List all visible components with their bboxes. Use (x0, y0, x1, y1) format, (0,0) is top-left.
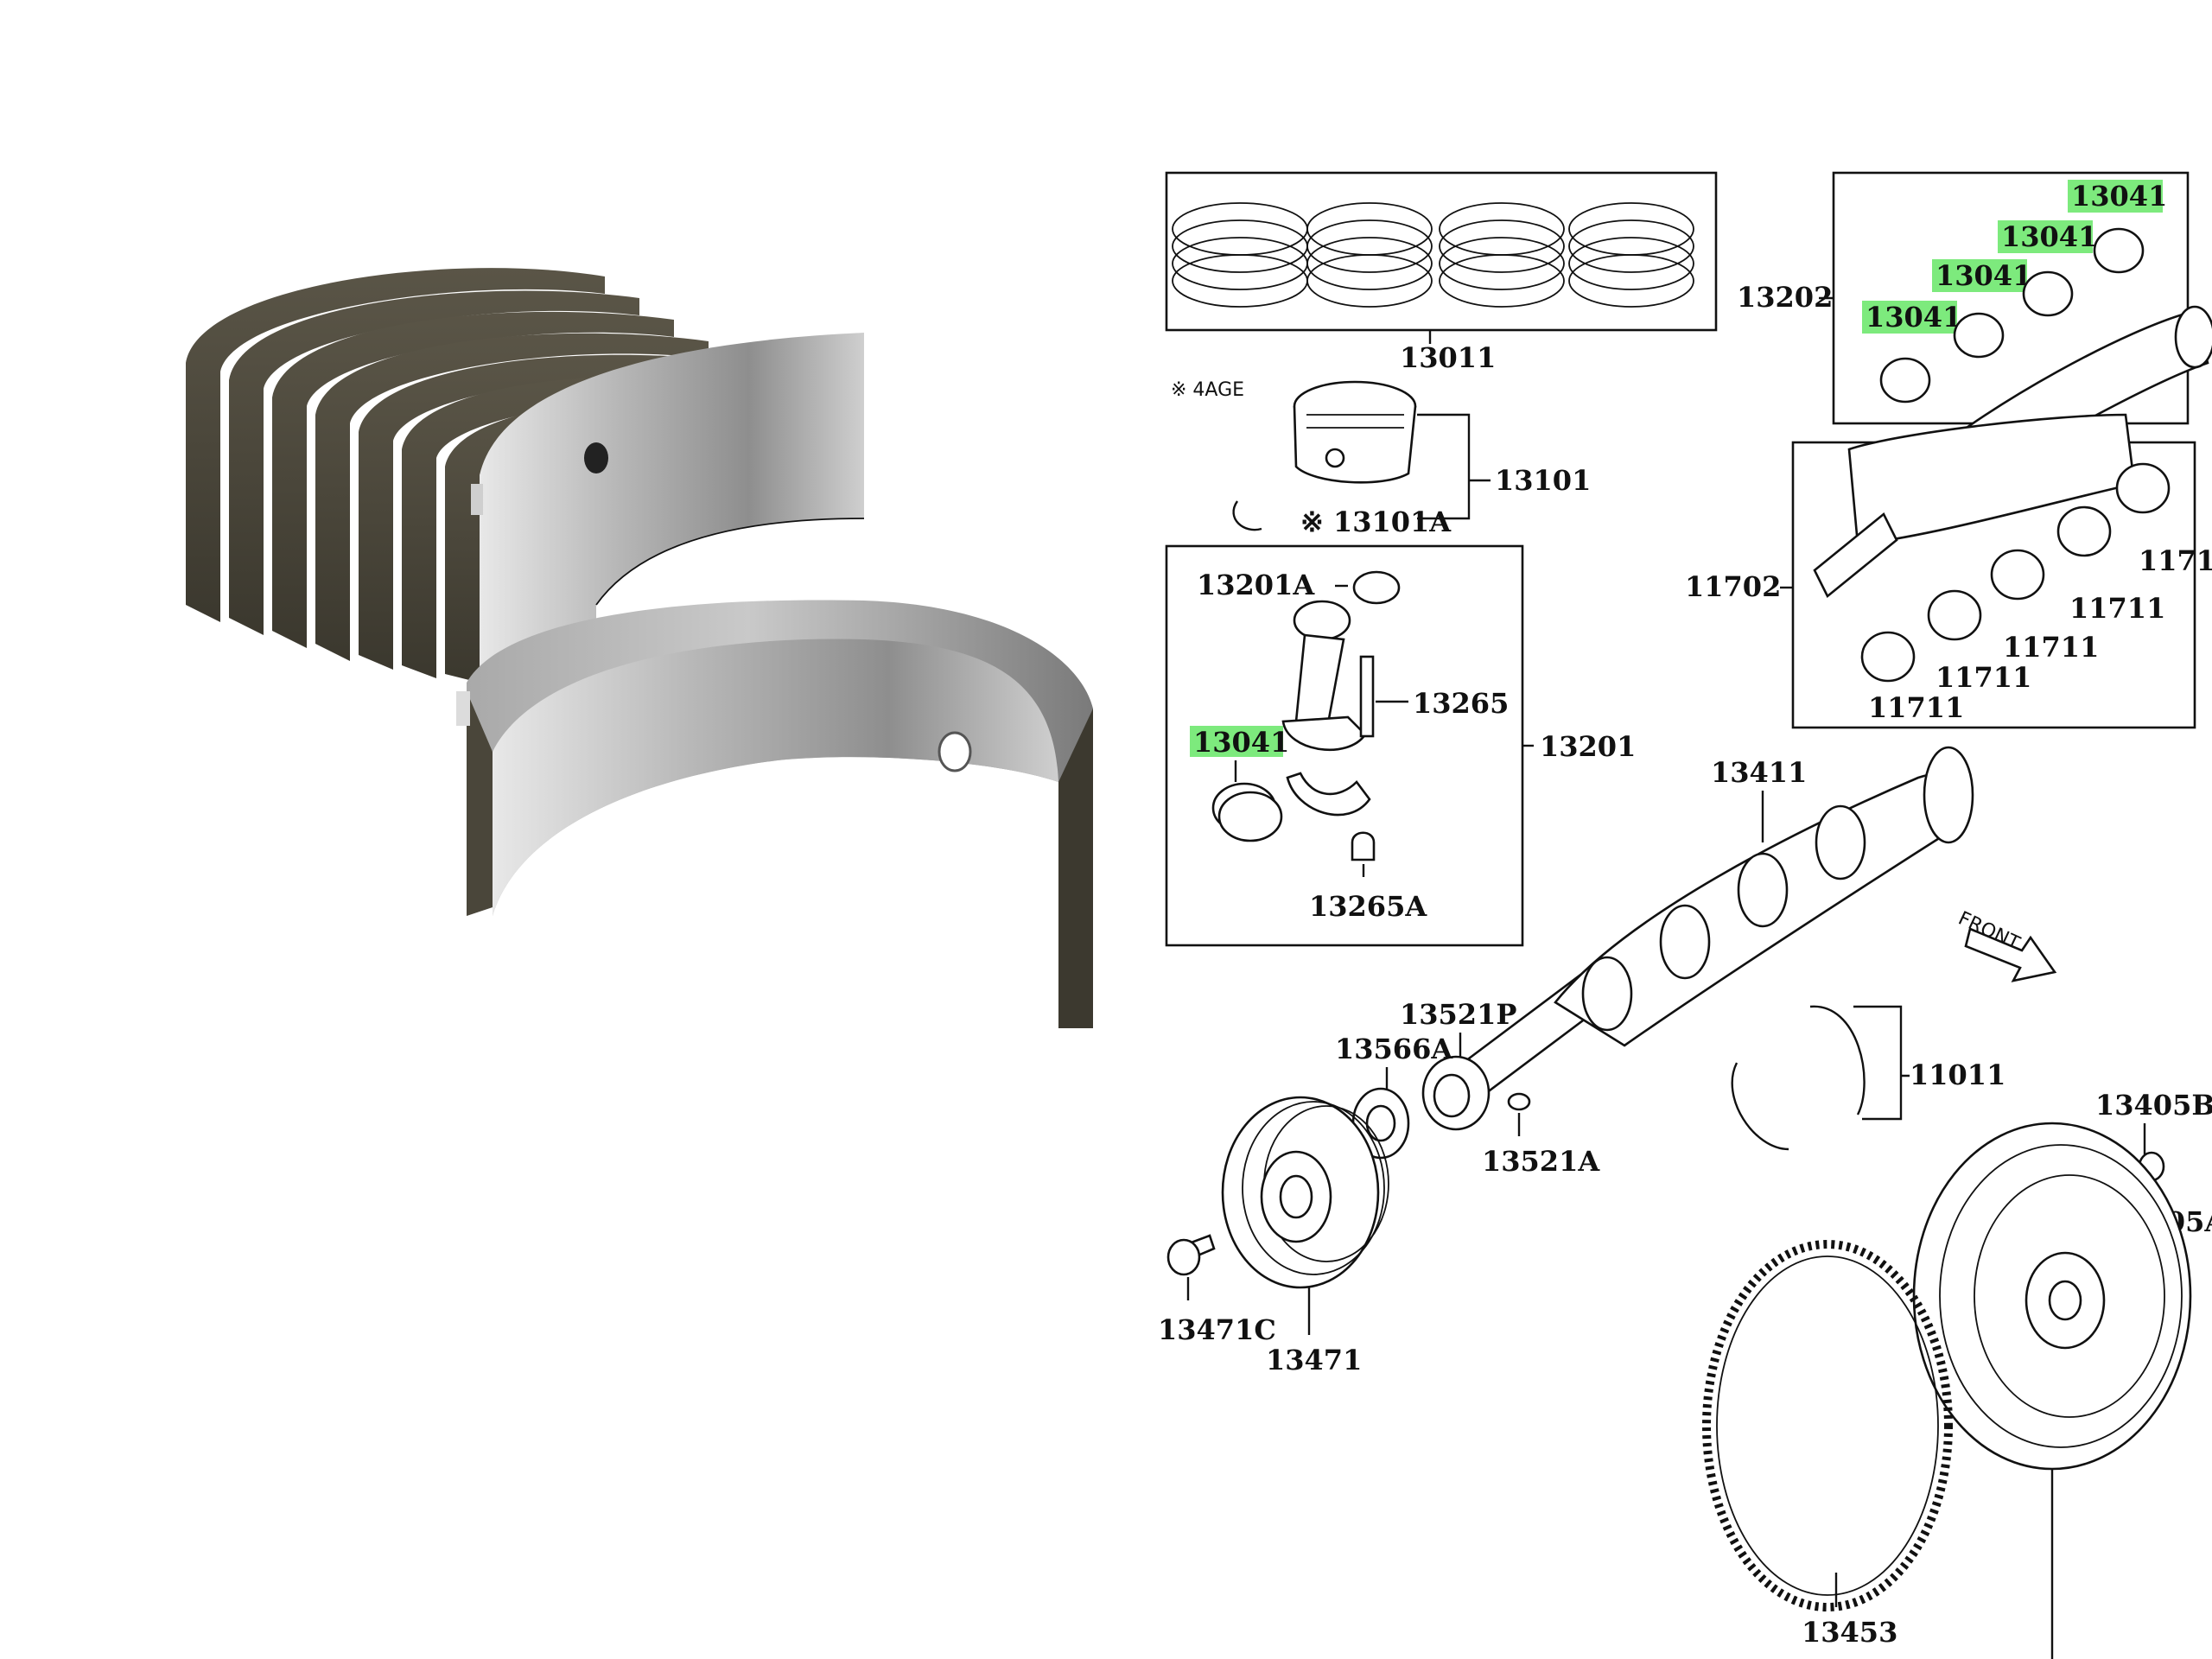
label-13411: 13411 (1711, 756, 1807, 789)
lower-bearing-set-group: 11702 11711 11711 11711 11711 11711 (1685, 413, 2212, 729)
label-13201A: 13201A (1197, 569, 1315, 601)
pulley-group: 13471 13471C (1158, 1096, 1389, 1376)
label-13041-d: 13041 (1866, 301, 1961, 334)
label-11711-b: 11711 (2069, 592, 2165, 625)
highlight-13041-d (1862, 301, 1957, 334)
conrod-group: 13201 13201A 13265 13265A 13041 (1165, 544, 1636, 947)
label-11711-c: 11711 (2003, 631, 2099, 664)
label-13041-c: 13041 (1936, 259, 2031, 292)
label-13521A: 13521A (1482, 1145, 1600, 1178)
label-13471: 13471 (1266, 1344, 1362, 1376)
label-13041-b: 13041 (2001, 220, 2097, 253)
label-13011: 13011 (1400, 341, 1496, 374)
highlight-13041-rod (1190, 726, 1283, 757)
label-13471C: 13471C (1158, 1313, 1276, 1346)
highlight-13041-b (1998, 220, 2093, 253)
flywheel-group: 13405B 13405A 13453 (1702, 1089, 2212, 1659)
upper-bearing-set-group: 13202 13041 13041 13041 13041 (1737, 171, 2212, 503)
label-11711-d: 11711 (1936, 661, 2031, 694)
label-13101: 13101 (1495, 464, 1591, 497)
label-13041-rod: 13041 (1193, 726, 1289, 759)
label-11702: 11702 (1685, 570, 1781, 603)
label-11711-e: 11711 (1868, 691, 1964, 724)
piston-rings-group: 13011 (1165, 171, 1718, 374)
label-11011: 11011 (1910, 1058, 2005, 1091)
label-11711-a: 11711 (2139, 544, 2212, 577)
label-13521P: 13521P (1400, 998, 1516, 1031)
rings-box (1165, 171, 1718, 332)
highlight-13041-a (2068, 180, 2163, 213)
label-13405B: 13405B (2095, 1089, 2212, 1122)
label-13041-a: 13041 (2071, 180, 2167, 213)
bearing-stack (186, 268, 865, 683)
label-13202: 13202 (1737, 281, 1833, 314)
label-13201: 13201 (1540, 730, 1636, 763)
label-13265A: 13265A (1309, 890, 1427, 923)
front-parts-group: 13521P 13566A 13521A 11011 (1335, 998, 2005, 1178)
piston-group: 13101 ※ 13101A (1232, 380, 1591, 538)
label-engine-note: ※ 4AGE (1171, 379, 1244, 401)
label-13101A: ※ 13101A (1300, 505, 1452, 538)
bearing-photo (186, 268, 1093, 1028)
label-13265: 13265 (1413, 687, 1509, 720)
crankshaft-group: 13411 FRONT (1467, 746, 2057, 1095)
highlight-13041-c (1932, 259, 2027, 292)
label-13566A: 13566A (1335, 1033, 1453, 1065)
exploded-diagram: 13011 ※ 4AGE 13101 ※ 13101A 13201 13201A (1158, 171, 2212, 1659)
label-13453: 13453 (1802, 1616, 1897, 1649)
bearing-shell-single (456, 600, 1093, 1028)
